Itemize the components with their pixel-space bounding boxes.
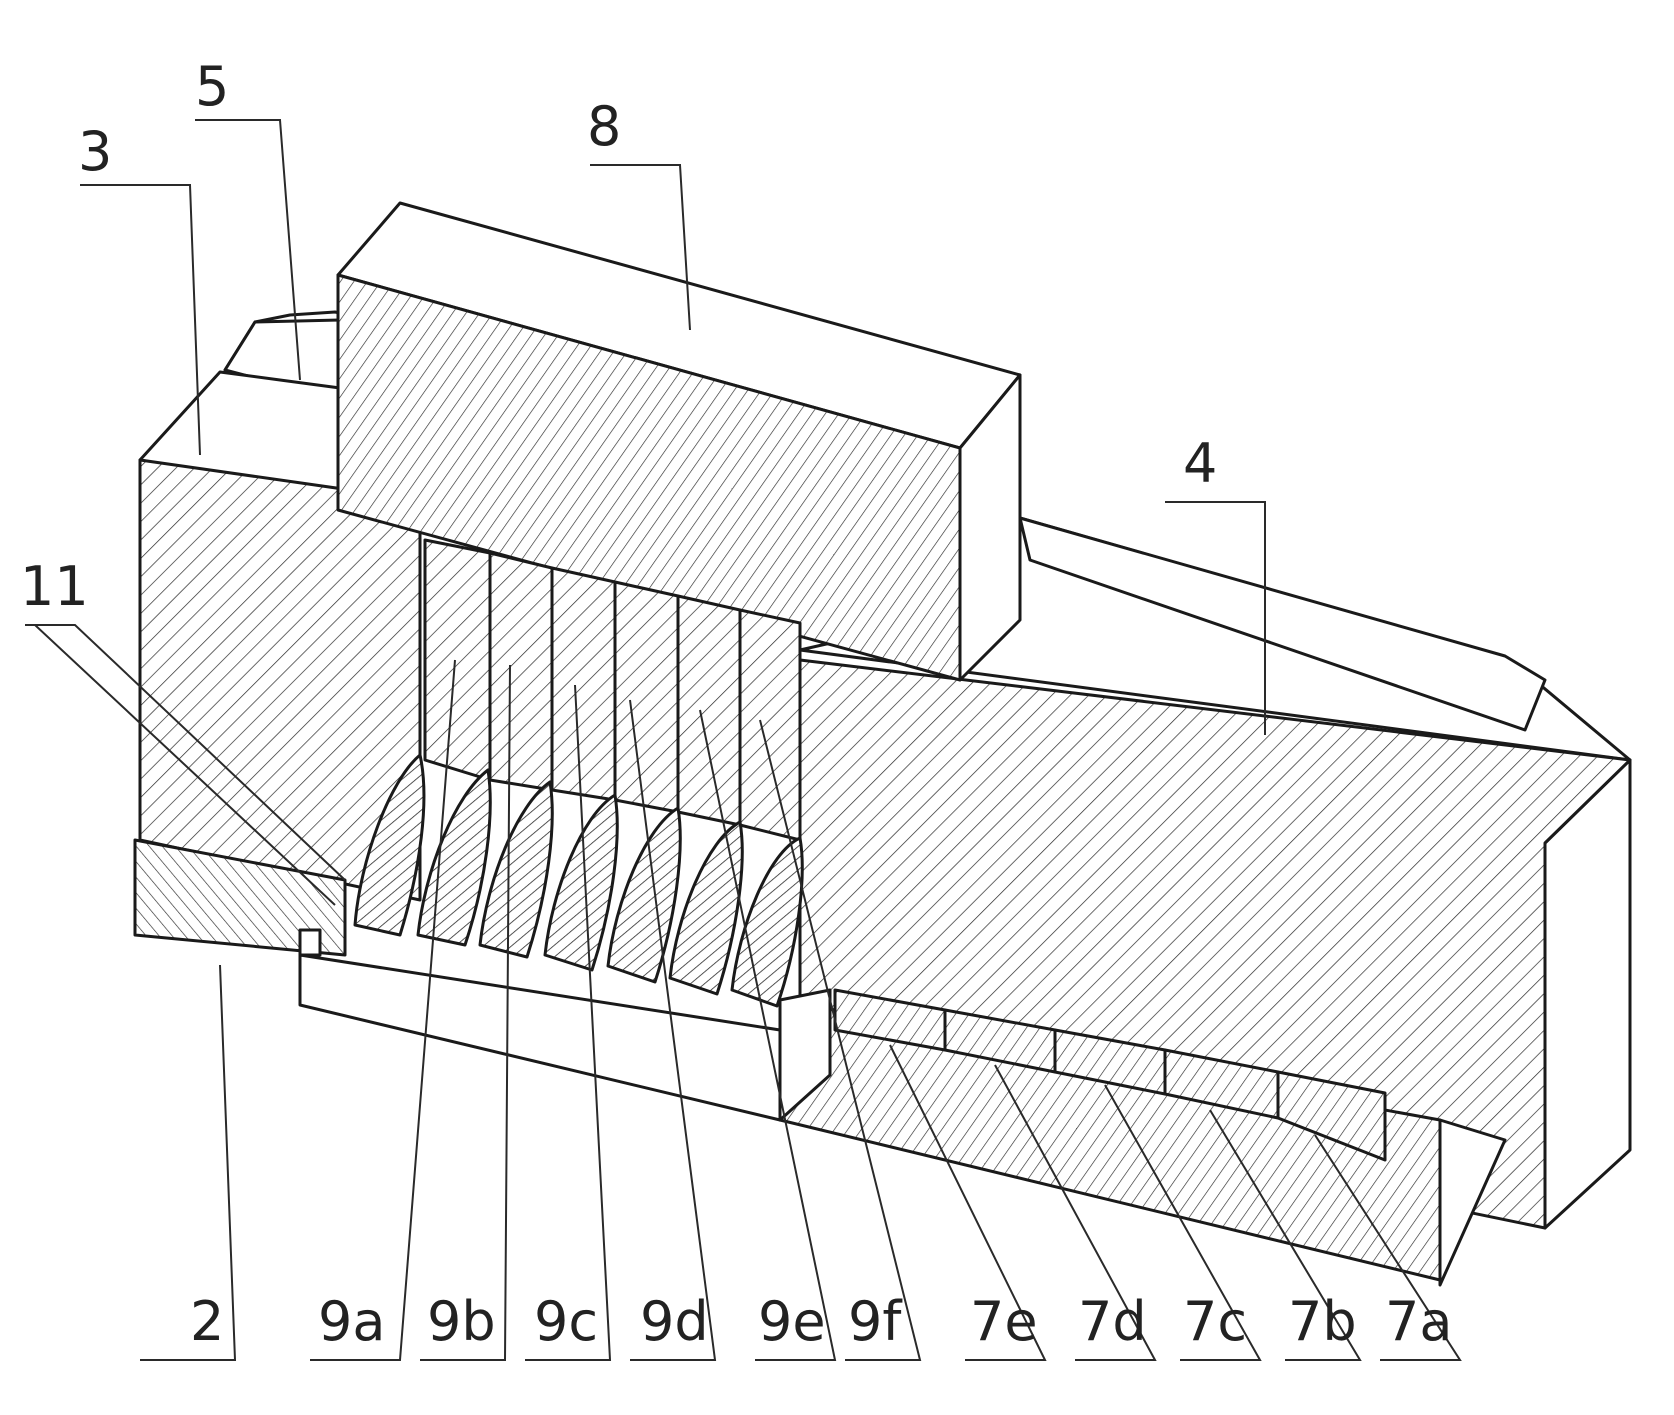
leader-lines <box>25 119 1462 1361</box>
label-9b: 9b <box>427 1290 496 1353</box>
label-9f: 9f <box>848 1290 903 1353</box>
label-9c: 9c <box>534 1290 598 1353</box>
label-9d: 9d <box>640 1290 709 1353</box>
label-7b: 7b <box>1288 1290 1357 1353</box>
label-7c: 7c <box>1183 1290 1247 1353</box>
label-9e: 9e <box>758 1290 826 1353</box>
label-9a: 9a <box>318 1290 385 1353</box>
label-7e: 7e <box>970 1290 1038 1353</box>
label-8: 8 <box>587 95 621 158</box>
strip-7a <box>1276 1070 1387 1162</box>
label-3: 3 <box>78 120 112 183</box>
label-11: 11 <box>20 555 89 618</box>
part-2-base <box>133 838 832 1122</box>
label-5: 5 <box>195 55 229 118</box>
part-7-strips <box>778 988 1507 1287</box>
part-9-bars <box>423 538 802 842</box>
part-4-body <box>798 516 1632 1230</box>
label-2: 2 <box>190 1290 224 1353</box>
part-8-block <box>336 201 1022 682</box>
part-3-block <box>138 370 422 902</box>
callout-labels: 3 5 8 4 11 2 9a 9b 9c 9d 9e 9f 7e 7d 7c … <box>20 55 1452 1353</box>
label-7a: 7a <box>1385 1290 1452 1353</box>
label-7d: 7d <box>1078 1290 1147 1353</box>
label-4: 4 <box>1183 432 1217 495</box>
